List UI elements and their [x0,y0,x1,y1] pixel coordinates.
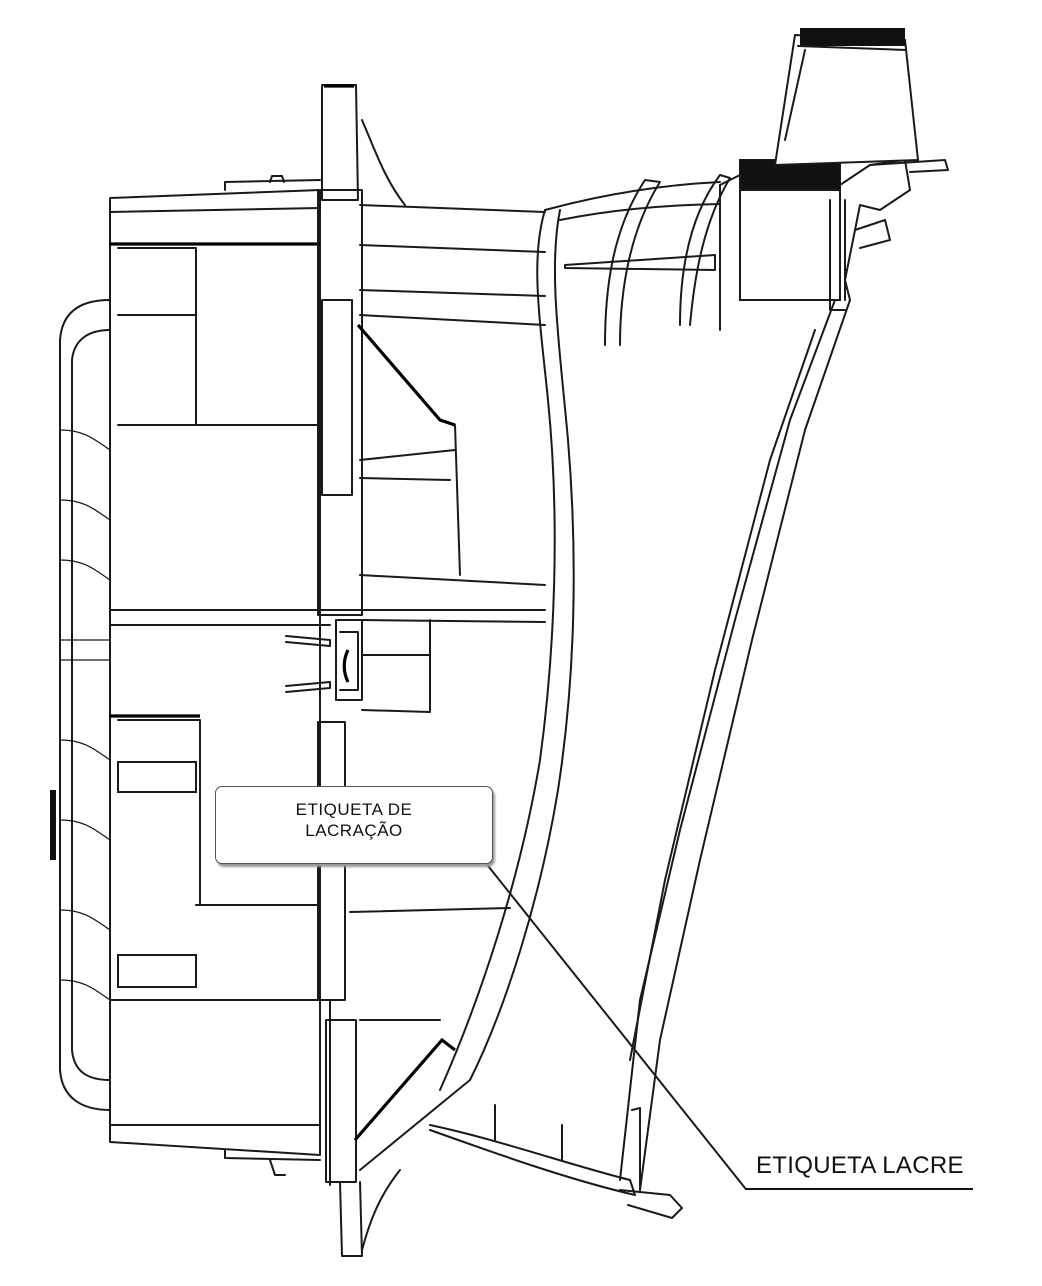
seal-label-line2: LACRAÇÃO [305,821,403,840]
main-body [109,175,546,1176]
inner-cone [349,119,546,1251]
connector-block [719,28,949,331]
curved-cowl [429,174,851,1219]
callout-underline [745,1188,973,1190]
seal-label-box: ETIQUETA DE LACRAÇÃO [215,786,493,864]
rear-cover [50,299,111,1111]
seal-callout-text: ETIQUETA LACRE [756,1152,964,1179]
callout-leader [453,822,746,1189]
mounting-flange [285,84,363,1257]
seal-label-line1: ETIQUETA DE [295,800,413,819]
